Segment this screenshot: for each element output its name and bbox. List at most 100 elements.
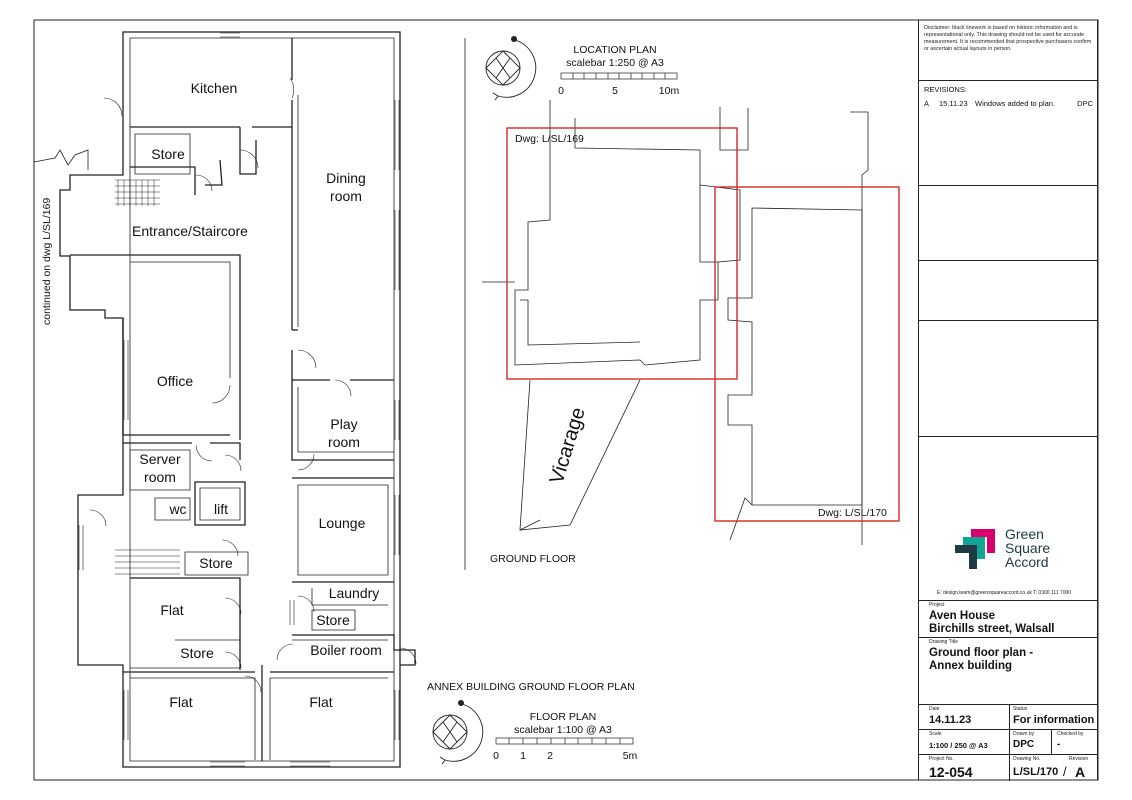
annex-title: ANNEX BUILDING GROUND FLOOR PLAN bbox=[427, 681, 635, 693]
north-arrow-floor bbox=[432, 703, 484, 765]
revision-label: Revision bbox=[1069, 756, 1089, 762]
room-flat-left: Flat bbox=[169, 694, 192, 710]
drawing-slash: / bbox=[1063, 764, 1067, 779]
scale-row: Scale 1:100 / 250 @ A3 Drawn by DPC Chec… bbox=[919, 729, 1097, 755]
checked-value: - bbox=[1057, 739, 1061, 750]
date-label: Date bbox=[929, 706, 940, 712]
revision-desc: Windows added to plan. bbox=[975, 99, 1056, 108]
drawn-value: DPC bbox=[1013, 739, 1035, 750]
north-arrow-location bbox=[485, 39, 537, 101]
drawn-divider bbox=[1051, 730, 1052, 755]
room-dining-1: Dining bbox=[326, 170, 366, 186]
break-line bbox=[33, 149, 89, 170]
room-store-flat: Store bbox=[180, 645, 214, 661]
room-lounge: Lounge bbox=[319, 515, 366, 531]
rev-row-4 bbox=[919, 320, 1097, 436]
dwg-169-label: Dwg: L/SL/169 bbox=[515, 133, 584, 145]
drawing-no-label: Drawing No. bbox=[1013, 756, 1041, 762]
rev-row-3 bbox=[919, 260, 1097, 320]
revisions-section: REVISIONS: A 15.11.23 Windows added to p… bbox=[919, 80, 1097, 185]
room-server-2: room bbox=[144, 469, 176, 485]
room-lift: lift bbox=[214, 501, 228, 517]
scale-label: Scale bbox=[929, 731, 942, 737]
continued-note: continued on dwg L/SL/169 bbox=[41, 198, 53, 325]
status-label: Status bbox=[1013, 706, 1028, 712]
drawing-title-line-2: Annex building bbox=[929, 660, 1013, 672]
revision-rev: A bbox=[924, 99, 930, 108]
room-play-1: Play bbox=[330, 416, 357, 432]
project-name: Aven House Birchills street, Walsall bbox=[929, 610, 1054, 636]
project-line-1: Aven House bbox=[929, 610, 996, 622]
room-laundry: Laundry bbox=[329, 585, 380, 601]
location-tick-10: 10m bbox=[659, 85, 680, 97]
scale-value: 1:100 / 250 @ A3 bbox=[929, 741, 988, 750]
room-dining-2: room bbox=[330, 188, 362, 204]
location-plan-title: LOCATION PLAN bbox=[573, 44, 656, 56]
drawing-title-section: Drawing Title Ground floor plan - Annex … bbox=[919, 637, 1097, 704]
date-status-divider bbox=[1009, 705, 1010, 730]
ground-floor-label: GROUND FLOOR bbox=[490, 553, 576, 565]
room-play-2: room bbox=[328, 434, 360, 450]
location-plan-linework bbox=[464, 38, 869, 570]
floor-plan-scale: scalebar 1:100 @ A3 bbox=[514, 724, 612, 736]
room-flat-mid: Flat bbox=[160, 602, 183, 618]
north-dot-floor bbox=[458, 700, 464, 706]
project-line-2: Birchills street, Walsall bbox=[929, 623, 1055, 635]
location-plan-scale: scalebar 1:250 @ A3 bbox=[566, 57, 664, 69]
room-store-mid: Store bbox=[199, 555, 233, 571]
location-tick-0: 0 bbox=[558, 85, 564, 97]
project-label: Project bbox=[929, 602, 945, 608]
project-section: Project Aven House Birchills street, Wal… bbox=[919, 600, 1097, 637]
logo-section: Green Square Accord E: design.team@green… bbox=[919, 436, 1097, 600]
disclaimer: Disclaimer: black linework is based on h… bbox=[924, 25, 1092, 52]
scale-divider bbox=[1009, 730, 1010, 755]
date-value: 14.11.23 bbox=[929, 714, 972, 726]
room-server-1: Server bbox=[139, 451, 181, 467]
drawing-title: Ground floor plan - Annex building bbox=[929, 647, 1033, 673]
revision-value: A bbox=[1075, 764, 1086, 780]
annex-floor-plan bbox=[59, 31, 417, 768]
floor-scalebar bbox=[495, 737, 634, 745]
room-entrance: Entrance/Staircore bbox=[132, 223, 248, 239]
drawing-no-value: L/SL/170 bbox=[1013, 766, 1059, 778]
room-flat-right: Flat bbox=[309, 694, 332, 710]
revision-by: DPC bbox=[1077, 99, 1093, 108]
logo-word-3: Accord bbox=[1005, 554, 1049, 570]
floor-plan-title: FLOOR PLAN bbox=[530, 711, 597, 723]
project-no-value: 12-054 bbox=[929, 764, 973, 780]
room-store-top: Store bbox=[151, 146, 185, 162]
revision-date: 15.11.23 bbox=[939, 99, 968, 108]
room-store-laundry: Store bbox=[316, 612, 350, 628]
floor-tick-2: 2 bbox=[547, 750, 553, 762]
logo-mark-icon bbox=[955, 529, 995, 569]
drawing-title-line-1: Ground floor plan - bbox=[929, 647, 1034, 659]
logo-word-2: Square bbox=[1005, 540, 1051, 556]
contact-line: E: design.team@greensquareaccord.co.uk T… bbox=[937, 590, 1072, 596]
boundary-169 bbox=[506, 127, 738, 380]
title-block: Disclaimer: black linework is based on h… bbox=[918, 20, 1098, 781]
location-scalebar bbox=[560, 72, 678, 80]
drawing-title-label: Drawing Title bbox=[929, 639, 958, 645]
location-tick-5: 5 bbox=[612, 85, 618, 97]
boundary-170 bbox=[714, 186, 900, 522]
drawn-label: Drawn by bbox=[1013, 731, 1035, 737]
room-kitchen: Kitchen bbox=[191, 80, 238, 96]
floor-tick-1: 1 bbox=[520, 750, 526, 762]
revisions-label: REVISIONS: bbox=[924, 85, 967, 94]
vicarage-label: Vicarage bbox=[546, 405, 590, 487]
room-boiler: Boiler room bbox=[310, 642, 382, 658]
checked-label: Checked by bbox=[1057, 731, 1084, 737]
north-dot-location bbox=[511, 36, 517, 42]
dwg-170-label: Dwg: L/SL/170 bbox=[818, 507, 887, 519]
floor-tick-5: 5m bbox=[623, 750, 638, 762]
room-wc: wc bbox=[168, 501, 186, 517]
number-row: Project No. 12-054 Drawing No. L/SL/170 … bbox=[919, 754, 1097, 781]
project-no-label: Project No. bbox=[929, 756, 954, 762]
drawing-border bbox=[33, 19, 1099, 781]
status-value: For information bbox=[1013, 714, 1095, 726]
logo-word-1: Green bbox=[1005, 526, 1044, 542]
room-office: Office bbox=[157, 373, 194, 389]
floor-tick-0: 0 bbox=[493, 750, 499, 762]
date-status-row: Date 14.11.23 Status For information bbox=[919, 704, 1097, 730]
